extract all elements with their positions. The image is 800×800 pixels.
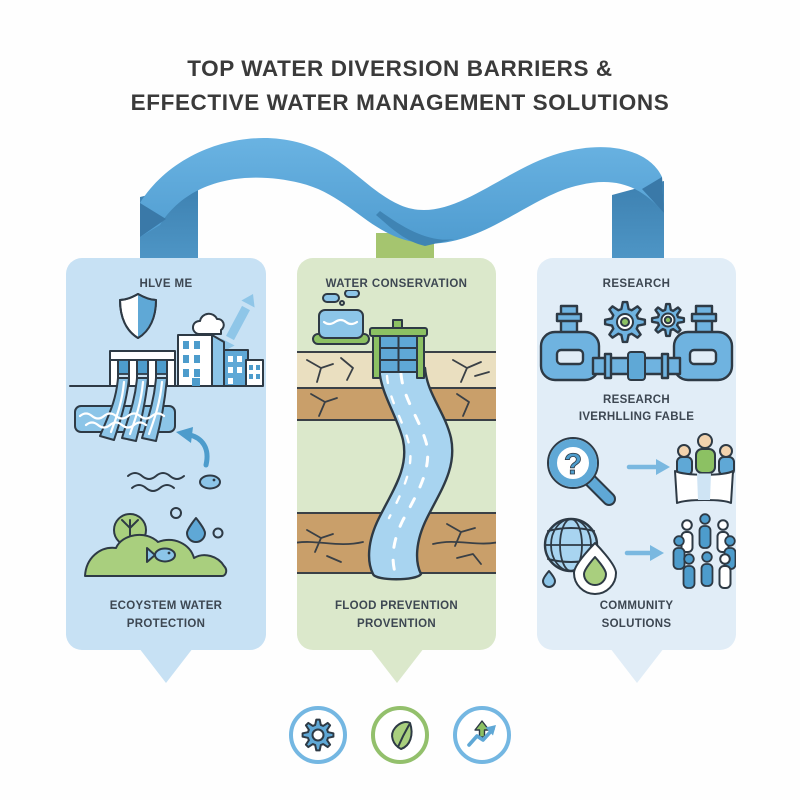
ribbon-dip-fold: [376, 211, 455, 246]
buildings-icon: [177, 334, 264, 387]
banner-people-icon: [674, 432, 735, 504]
svg-text:?: ?: [564, 448, 582, 481]
cycle-arrow-icon: [176, 427, 210, 468]
panel-research-header: RESEARCH: [602, 278, 671, 290]
leaf-icon: [391, 721, 413, 750]
pipes-illustration: [539, 300, 734, 382]
panel-conservation: WATER CONSERVATION: [297, 258, 496, 683]
panel-pointer: [609, 648, 664, 683]
double-arrow-icon: [221, 294, 255, 352]
dam-water-icon: [74, 377, 176, 442]
gear-icon: [603, 300, 647, 344]
dam-icon: [109, 350, 176, 387]
magnifier-question-icon: ?: [547, 436, 616, 506]
panel-research-caption: RESEARCH IVERHLLING FABLE: [578, 394, 695, 424]
panel-ecosystem: HLVE ME: [66, 258, 266, 683]
shield-icon: [119, 293, 157, 339]
panel-research-footer: COMMUNITY SOLUTIONS: [599, 600, 674, 631]
panel-ecosystem-header: HLVE ME: [139, 278, 193, 290]
ribbon-right-tab: [612, 181, 664, 260]
panel-pointer: [139, 648, 193, 683]
arrow-right-icon: [624, 544, 664, 561]
small-drop-icon: [542, 569, 556, 588]
gear-icon: [301, 718, 335, 752]
hill-fish-icon: [146, 547, 176, 563]
ribbon-left-fold: [140, 203, 166, 237]
panel-ecosystem-footer: ECOYSTEM WATER PROTECTION: [109, 600, 223, 631]
gear-badge: [289, 706, 347, 764]
research-row-illustration: ?: [547, 432, 735, 506]
title-line-1: TOP WATER DIVERSION BARRIERS &: [187, 56, 613, 81]
leaf-badge: [371, 706, 429, 764]
conservation-illustration: [297, 290, 496, 581]
water-drop-badge-icon: [573, 541, 617, 595]
ribbon-right-fold: [642, 177, 664, 213]
gear-icon: [650, 302, 686, 338]
community-row-illustration: [542, 512, 736, 595]
growth-arrow-icon: [467, 720, 496, 747]
ecosystem-hill-icon: [84, 507, 228, 577]
water-drop-icon: [186, 517, 206, 543]
river-icon: [367, 366, 454, 581]
panel-conservation-footer: FLOOD PREVENTION PROVENTION: [334, 600, 458, 631]
crowd-icon: [672, 512, 736, 589]
bottom-icon-row: [0, 706, 800, 764]
page-title: TOP WATER DIVERSION BARRIERS & EFFECTIVE…: [0, 52, 800, 120]
panel-pointer: [369, 648, 424, 683]
waves-icon: [127, 472, 185, 492]
growth-badge: [453, 706, 511, 764]
arrow-right-icon: [626, 458, 670, 475]
fish-icon: [199, 474, 221, 490]
panel-conservation-header: WATER CONSERVATION: [325, 278, 468, 290]
sluice-gate-icon: [369, 319, 428, 379]
panel-research: RESEARCH: [537, 258, 736, 683]
pipes-icon: [539, 304, 734, 382]
ribbon-banner: [140, 138, 664, 260]
ecosystem-illustration: [69, 293, 264, 577]
basin-icon: [312, 290, 370, 345]
title-line-2: EFFECTIVE WATER MANAGEMENT SOLUTIONS: [130, 89, 670, 115]
ribbon-band: [140, 138, 664, 244]
cloud-icon: [192, 312, 225, 335]
